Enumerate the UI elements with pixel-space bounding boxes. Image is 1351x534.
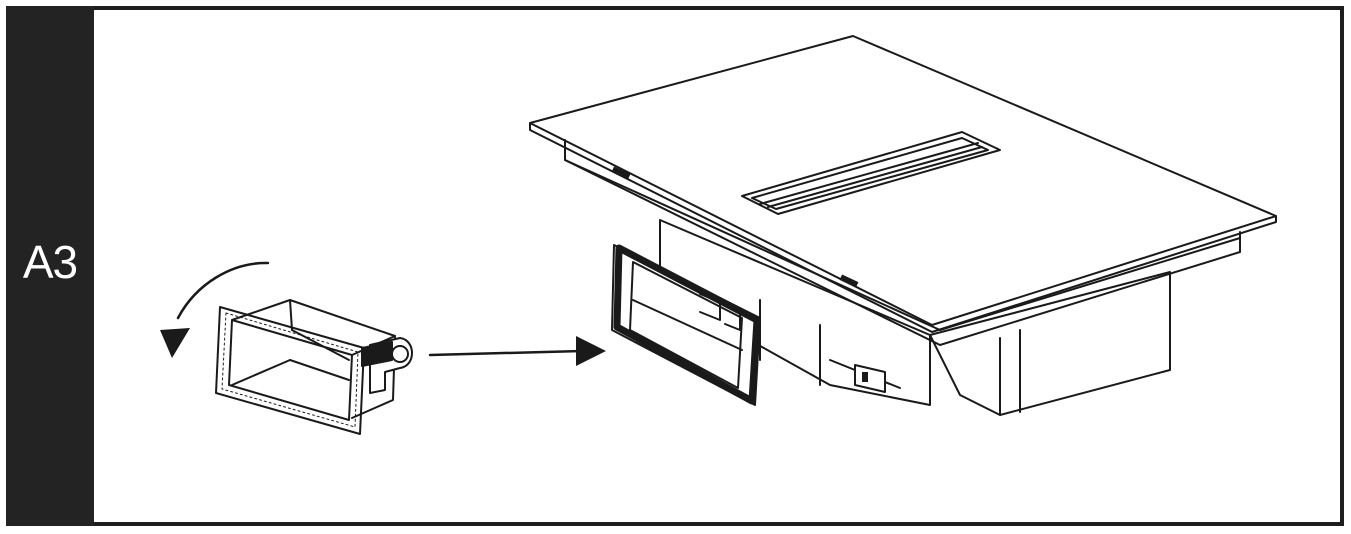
step-side-band — [6, 6, 94, 526]
rotate-arrow-icon — [160, 261, 270, 358]
hob-unit — [529, 35, 1277, 416]
duct-adapter — [215, 299, 413, 435]
step-label: A3 — [22, 236, 78, 288]
insert-arrow-icon — [428, 336, 606, 366]
